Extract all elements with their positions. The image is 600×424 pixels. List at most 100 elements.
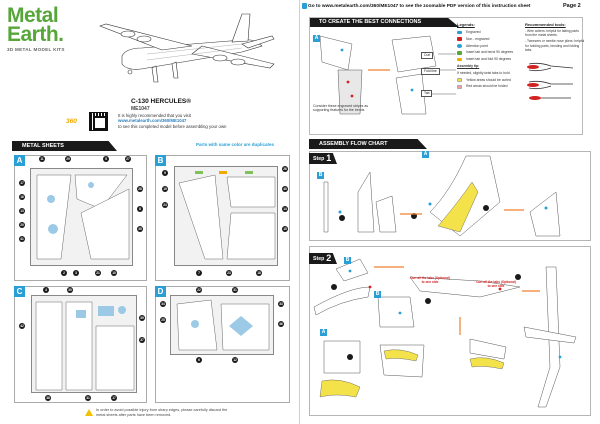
part-number: 14 <box>282 206 288 212</box>
aircraft-illustration <box>99 13 275 83</box>
part-number: 3 <box>73 270 79 276</box>
sheet-d-panel: D 34 25 22 31 33 36 6 12 <box>155 286 290 403</box>
sheet-a-letter: A <box>14 155 25 166</box>
part-number: 22 <box>196 287 202 293</box>
legend-item: Engraved <box>457 29 515 36</box>
tools-title: Recommended tools: <box>525 22 566 27</box>
page-divider <box>299 0 300 424</box>
info-url-link[interactable]: www.metalearth.com/360/ME1047 <box>118 118 187 124</box>
part-number: 31 <box>85 395 91 401</box>
part-number: 23 <box>226 270 232 276</box>
pdf-link-text[interactable]: Go to www.metalearth.com/360/ME1047 to s… <box>308 4 531 9</box>
part-number: 24 <box>162 202 168 208</box>
part-number: 29 <box>65 156 71 162</box>
step2-diagram <box>313 258 577 408</box>
part-number: 36 <box>278 321 284 327</box>
step1-diagram <box>323 155 561 237</box>
legend-panel: Legends: Engraved Non - engraved Attenti… <box>457 22 515 90</box>
part-number: 6 <box>196 357 202 363</box>
part-number: 21 <box>95 270 101 276</box>
sheet-d-parts <box>176 299 270 351</box>
legend-swatch <box>457 84 462 89</box>
part-number: 5 <box>103 156 109 162</box>
part-number: 25 <box>160 317 166 323</box>
part-number: 17 <box>111 395 117 401</box>
curl-callout-1: Curl all the tabs (Optional) to one side <box>410 276 450 284</box>
sheet-d-plate <box>170 295 274 355</box>
step-letter: A <box>313 35 320 42</box>
part-number: 16 <box>19 194 25 200</box>
step2-frame: B A B Curl all the tabs (Optional) to on… <box>309 246 591 416</box>
consider-note: Consider these engraved stripes as suppo… <box>313 104 369 113</box>
legend-item: Assembly tip: <box>457 63 480 68</box>
part-number: 8 <box>137 206 143 212</box>
sheet-a-parts <box>36 174 130 260</box>
legend-swatch <box>457 44 462 48</box>
part-number: 9 <box>162 170 168 176</box>
legend-swatch <box>457 50 462 55</box>
part-number: 26 <box>282 166 288 172</box>
step-letter: A <box>320 329 327 336</box>
tool-item: - Wire cutters: helpful for taking parts… <box>525 29 579 38</box>
part-number: 42 <box>19 323 25 329</box>
connections-diagram <box>319 35 456 115</box>
tag-tab: Tab <box>421 90 433 97</box>
step1-frame: B A <box>309 151 591 241</box>
part-number: 19 <box>162 186 168 192</box>
part-number: 20 <box>19 222 25 228</box>
part-number: 11 <box>39 156 45 162</box>
step-letter: B <box>317 172 324 179</box>
part-number: 28 <box>137 186 143 192</box>
brand-subtitle: 3D METAL MODEL KITS <box>7 47 65 52</box>
sheet-c-parts <box>35 301 135 391</box>
brand-logo: Metal Earth. <box>7 4 64 46</box>
duplicates-note: Parts with same color are duplicates <box>196 142 275 147</box>
sheet-b-parts <box>178 171 276 260</box>
legend-swatch <box>457 37 462 41</box>
tools-panel: Recommended tools: - Wire cutters: helpf… <box>525 22 585 109</box>
page-number: Page 2 <box>563 3 581 9</box>
tag-curl: Curl <box>421 52 434 59</box>
legend-item: Attention point <box>457 43 515 50</box>
legend-title: Legends: <box>457 22 475 27</box>
part-number: 2 <box>61 270 67 276</box>
part-number: 10 <box>111 270 117 276</box>
sheet-b-panel: B 9 19 24 26 40 14 15 7 23 18 <box>155 155 290 281</box>
model-title: C-130 HERCULES® <box>131 98 192 105</box>
part-number: 40 <box>282 186 288 192</box>
part-number: 37 <box>139 337 145 343</box>
legend-item: If needed, slightly twist tabs to hold <box>457 70 510 75</box>
sheet-a-plate <box>30 168 133 266</box>
info-line1: It is highly recommended that you visit <box>118 113 191 118</box>
info-line2: to see this completed model before assem… <box>118 123 227 129</box>
metal-sheets-header: METAL SHEETS <box>12 141 117 151</box>
legend-item: Insert tab and bend 90 degrees <box>457 49 515 56</box>
part-number: 7 <box>196 270 202 276</box>
curl-callout-2: Curl all the tabs (Optional) to one side <box>476 280 516 288</box>
legend-swatch <box>457 30 462 35</box>
part-number: 27 <box>125 156 131 162</box>
part-number: 4 <box>43 287 49 293</box>
sheet-c-panel: C 4 30 42 39 37 38 31 17 <box>14 286 147 403</box>
part-number: 41 <box>19 236 25 242</box>
model-code: ME1047 <box>131 106 150 112</box>
qr-code-icon[interactable] <box>89 112 108 131</box>
sheet-c-letter: C <box>14 286 25 297</box>
part-number: 13 <box>19 208 25 214</box>
legend-item: Yellow areas should be curled <box>457 77 515 84</box>
part-number: 38 <box>45 395 51 401</box>
badge-360: 360 <box>66 118 77 125</box>
warning-icon <box>85 409 93 416</box>
tool-item: - Tweezers or needle nose pliers: helpfu… <box>525 39 585 52</box>
sheet-a-panel: A 11 29 5 27 17 16 13 20 41 28 8 35 2 3 … <box>14 155 147 281</box>
info-text: It is highly recommended that you visit … <box>118 113 288 129</box>
safety-footnote: In order to avoid possible injury from s… <box>96 408 228 417</box>
part-number: 31 <box>232 287 238 293</box>
part-number: 33 <box>278 301 284 307</box>
part-number: 17 <box>19 180 25 186</box>
flow-chart-header: ASSEMBLY FLOW CHART <box>309 139 427 149</box>
pdf-link-icon <box>302 3 307 9</box>
